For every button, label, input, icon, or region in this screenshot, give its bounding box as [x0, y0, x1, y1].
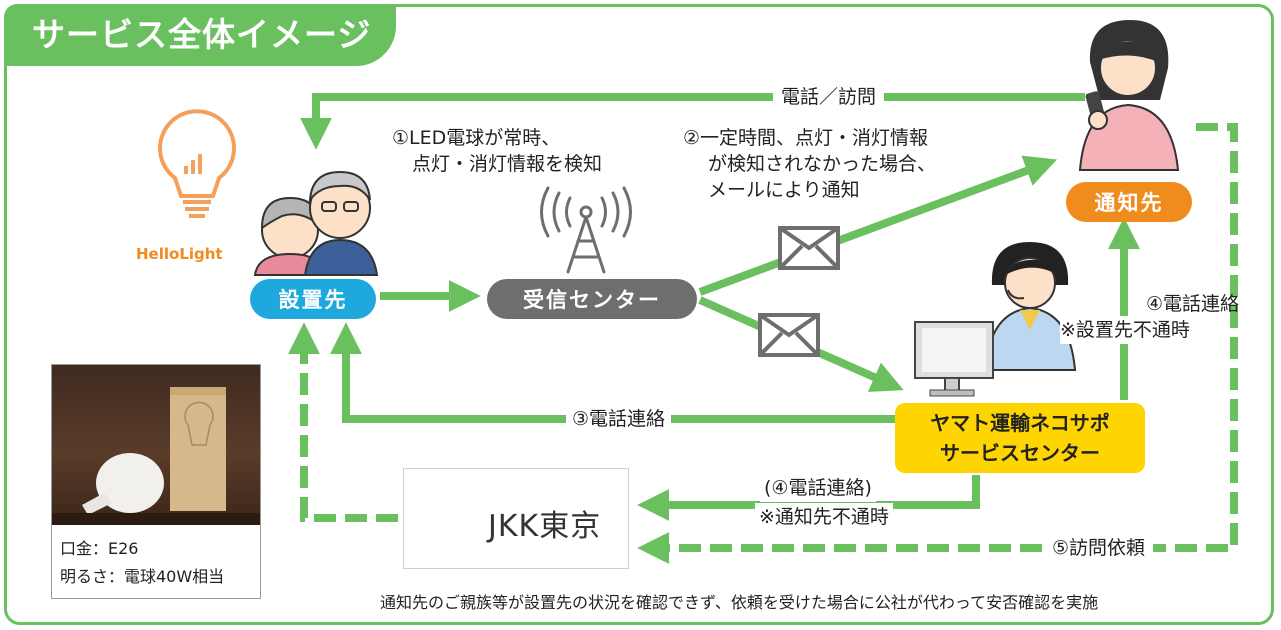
receiving-center-node: 受信センター: [487, 279, 697, 319]
install-site-node: 設置先: [250, 279, 376, 319]
bulb-brightness-spec: 明るさ：電球40W相当: [60, 567, 225, 586]
step2-line2: が検知されなかった場合、: [708, 153, 937, 175]
operator-with-computer-illustration: [914, 242, 1077, 397]
step3-arrow: [330, 322, 895, 423]
diagram-frame: [4, 4, 1274, 625]
step1-line1: ①LED電球が常時、: [392, 127, 561, 149]
call-visit-label: 電話／訪問: [773, 83, 885, 111]
mail-to-notify-arrow: [698, 155, 1058, 296]
step1-line2: 点灯・消灯情報を検知: [412, 153, 603, 175]
yamato-service-center-node: ヤマト運輸ネコサポ サービスセンター: [895, 403, 1145, 473]
antenna-icon: [540, 186, 632, 274]
jkk-tokyo-logo-box: JKK東京: [403, 468, 629, 569]
step3-label: ③電話連絡: [566, 405, 672, 433]
step4-line1: ④電話連絡: [1146, 293, 1240, 315]
step2-line3: メールにより通知: [708, 179, 860, 201]
hellolight-brand-text: HelloLight: [136, 245, 223, 263]
step5-label: ⑤訪問依頼: [1044, 534, 1154, 562]
envelope-icon: [758, 313, 820, 357]
hellolight-bulb-icon: [158, 109, 236, 218]
step5-arrow: [637, 123, 1238, 564]
footer-note: 通知先のご親族等が設置先の状況を確認できず、依頼を受けた場合に公社が代わって安否…: [380, 593, 1099, 612]
bulb-product-image: [52, 387, 260, 525]
notify-destination-node: 通知先: [1066, 182, 1192, 222]
jkk-to-site-arrow: [288, 322, 398, 522]
bulb-photo: [52, 365, 260, 525]
yamato-line2: サービスセンター: [940, 441, 1100, 465]
step4b-line1: (④電話連絡): [760, 474, 876, 502]
jkk-tokyo-text: JKK東京: [488, 509, 602, 544]
yamato-line1: ヤマト運輸ネコサポ: [930, 411, 1110, 435]
step4b-line2: ※通知先不通時: [755, 503, 893, 531]
elderly-couple-illustration: [253, 170, 379, 276]
diagram-title: サービス全体イメージ: [4, 4, 396, 66]
step2-line1: ②一定時間、点灯・消灯情報: [683, 127, 929, 149]
woman-with-phone-illustration: [1078, 20, 1180, 171]
envelope-icon: [778, 226, 840, 270]
bulb-base-spec: 口金：E26: [60, 539, 139, 558]
bulb-photo-box: 口金：E26 明るさ：電球40W相当: [51, 364, 261, 599]
step4-line2: ※設置先不通時: [1060, 316, 1190, 344]
